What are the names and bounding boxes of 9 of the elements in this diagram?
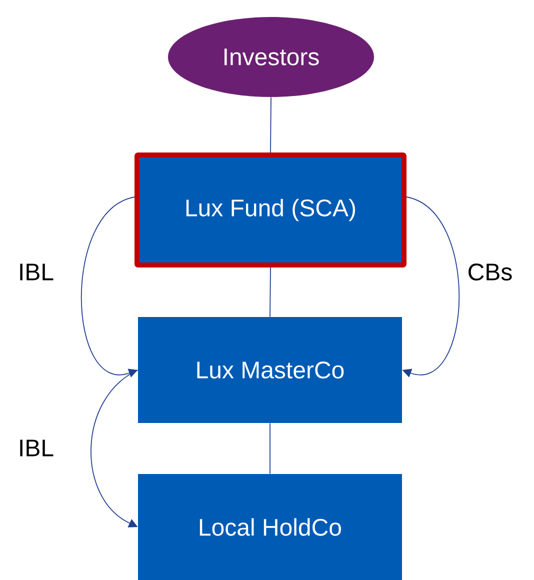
connector-line [270, 267, 271, 318]
edge-label: IBL [17, 262, 56, 282]
edge-label: IBL [17, 438, 56, 458]
edge-label: CBs [466, 262, 514, 282]
company-box: Lux MasterCo [138, 317, 402, 423]
company-box: Local HoldCo [138, 474, 402, 580]
fund-box: Lux Fund (SCA) [134, 152, 406, 268]
connector-line [270, 96, 272, 153]
arrow [90, 370, 138, 528]
